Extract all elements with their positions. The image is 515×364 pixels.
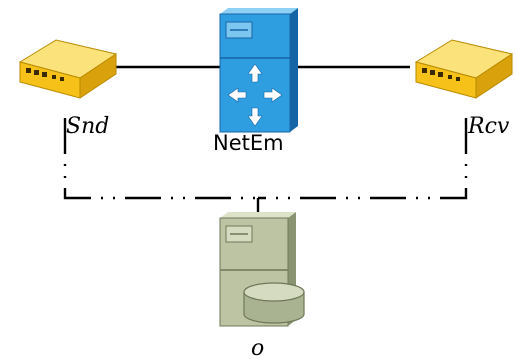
modem-icon (18, 39, 118, 99)
receiver-label: Rcv (468, 114, 510, 139)
monitor-link-receiver (258, 118, 468, 200)
monitor-link-sender (63, 118, 258, 200)
network-switch-tower-icon (219, 8, 298, 133)
server-with-storage-icon (219, 212, 305, 327)
sender-label: Snd (66, 114, 110, 139)
modem-icon (414, 39, 514, 99)
observer-label: o (251, 336, 265, 361)
monitor-links (63, 118, 468, 200)
netem-label: NetEm (213, 131, 284, 155)
